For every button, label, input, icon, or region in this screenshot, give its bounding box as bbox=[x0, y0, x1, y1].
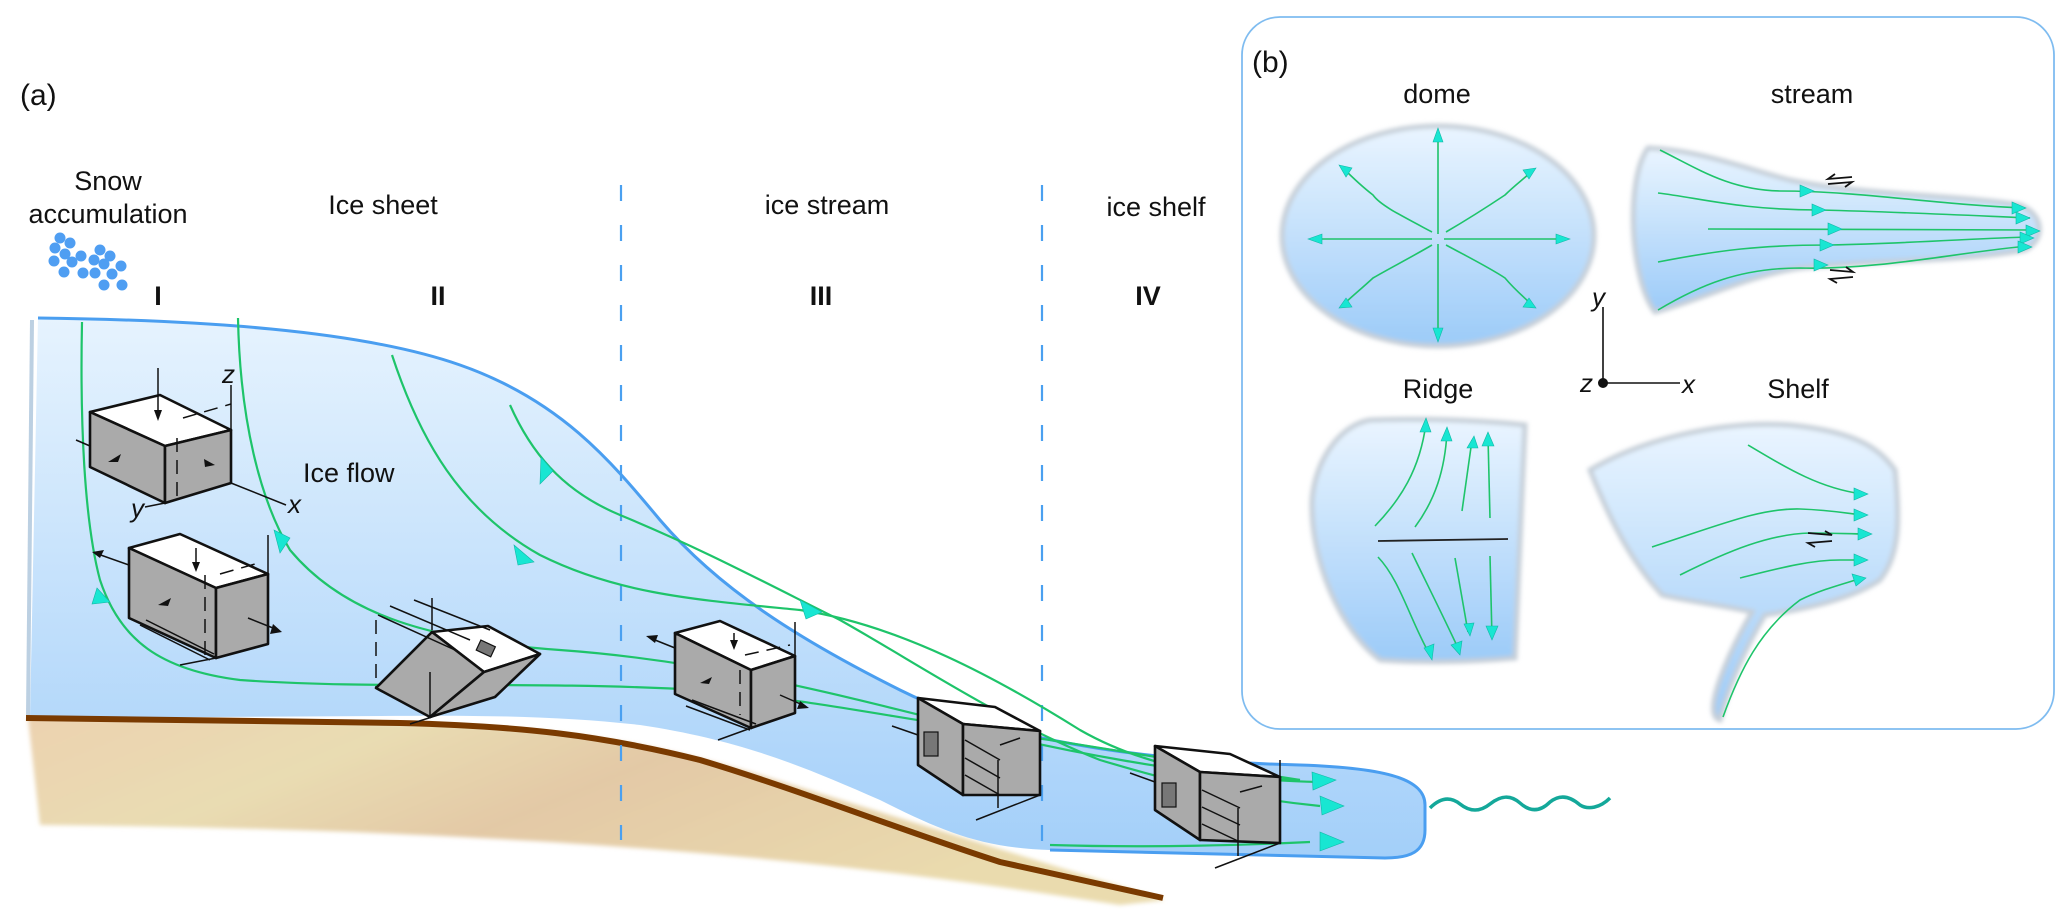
cube-axis-y: y bbox=[129, 493, 146, 523]
panel-b-tag: (b) bbox=[1252, 46, 1289, 79]
dome-shape bbox=[1279, 123, 1597, 349]
ice-surface-outline bbox=[37, 316, 1427, 860]
panel-b-axis-z: z bbox=[1579, 368, 1593, 398]
shelf-shape bbox=[1586, 421, 1901, 724]
ridge-shape bbox=[1309, 416, 1528, 665]
snow-label-line2: accumulation bbox=[28, 199, 187, 229]
zone-roman-IV: IV bbox=[1135, 281, 1161, 311]
shape-label-stream: stream bbox=[1771, 79, 1854, 109]
ice-left-edge bbox=[26, 319, 34, 717]
snow-label-line1: Snow bbox=[74, 166, 142, 196]
stress-cube-3 bbox=[374, 598, 542, 725]
panel-b-axis-y: y bbox=[1590, 282, 1607, 312]
ocean-wave-icon bbox=[1428, 795, 1612, 812]
ice-flow-label: Ice flow bbox=[303, 458, 395, 488]
zone-label-ice-shelf: ice shelf bbox=[1106, 192, 1206, 222]
stress-cube-1: z y x bbox=[75, 359, 302, 523]
zone-label-ice-sheet: Ice sheet bbox=[328, 190, 438, 220]
ice-sheet-body bbox=[30, 318, 1425, 858]
panel-b-axes: y z x bbox=[1579, 282, 1696, 399]
zone-roman-II: II bbox=[430, 281, 445, 311]
bedrock-line bbox=[25, 715, 1164, 901]
panel-b-axis-x: x bbox=[1680, 369, 1696, 399]
zone-label-ice-stream: ice stream bbox=[765, 190, 890, 220]
stress-cube-6 bbox=[1129, 744, 1282, 869]
shape-label-ridge: Ridge bbox=[1403, 374, 1474, 404]
panel-a-tag: (a) bbox=[20, 79, 57, 112]
stress-cube-4 bbox=[646, 619, 809, 741]
stress-cube-5 bbox=[891, 696, 1042, 821]
snow-particles-icon bbox=[48, 232, 128, 291]
cube-axis-z: z bbox=[221, 359, 235, 389]
cube-axis-x: x bbox=[286, 489, 302, 519]
shape-label-shelf: Shelf bbox=[1767, 374, 1829, 404]
zone-roman-I: I bbox=[154, 281, 162, 311]
flow-arrows-panel-a bbox=[91, 456, 1345, 852]
sediment-bed bbox=[28, 718, 1165, 905]
shear-arrows-icon bbox=[1824, 173, 1857, 284]
shelf-shear-arrows-icon bbox=[1805, 530, 1833, 548]
panel-b-frame bbox=[1241, 16, 2055, 730]
shape-label-dome: dome bbox=[1403, 79, 1471, 109]
zone-roman-III: III bbox=[810, 281, 833, 311]
stress-cube-2 bbox=[92, 532, 282, 666]
stream-shape bbox=[1630, 145, 2042, 315]
